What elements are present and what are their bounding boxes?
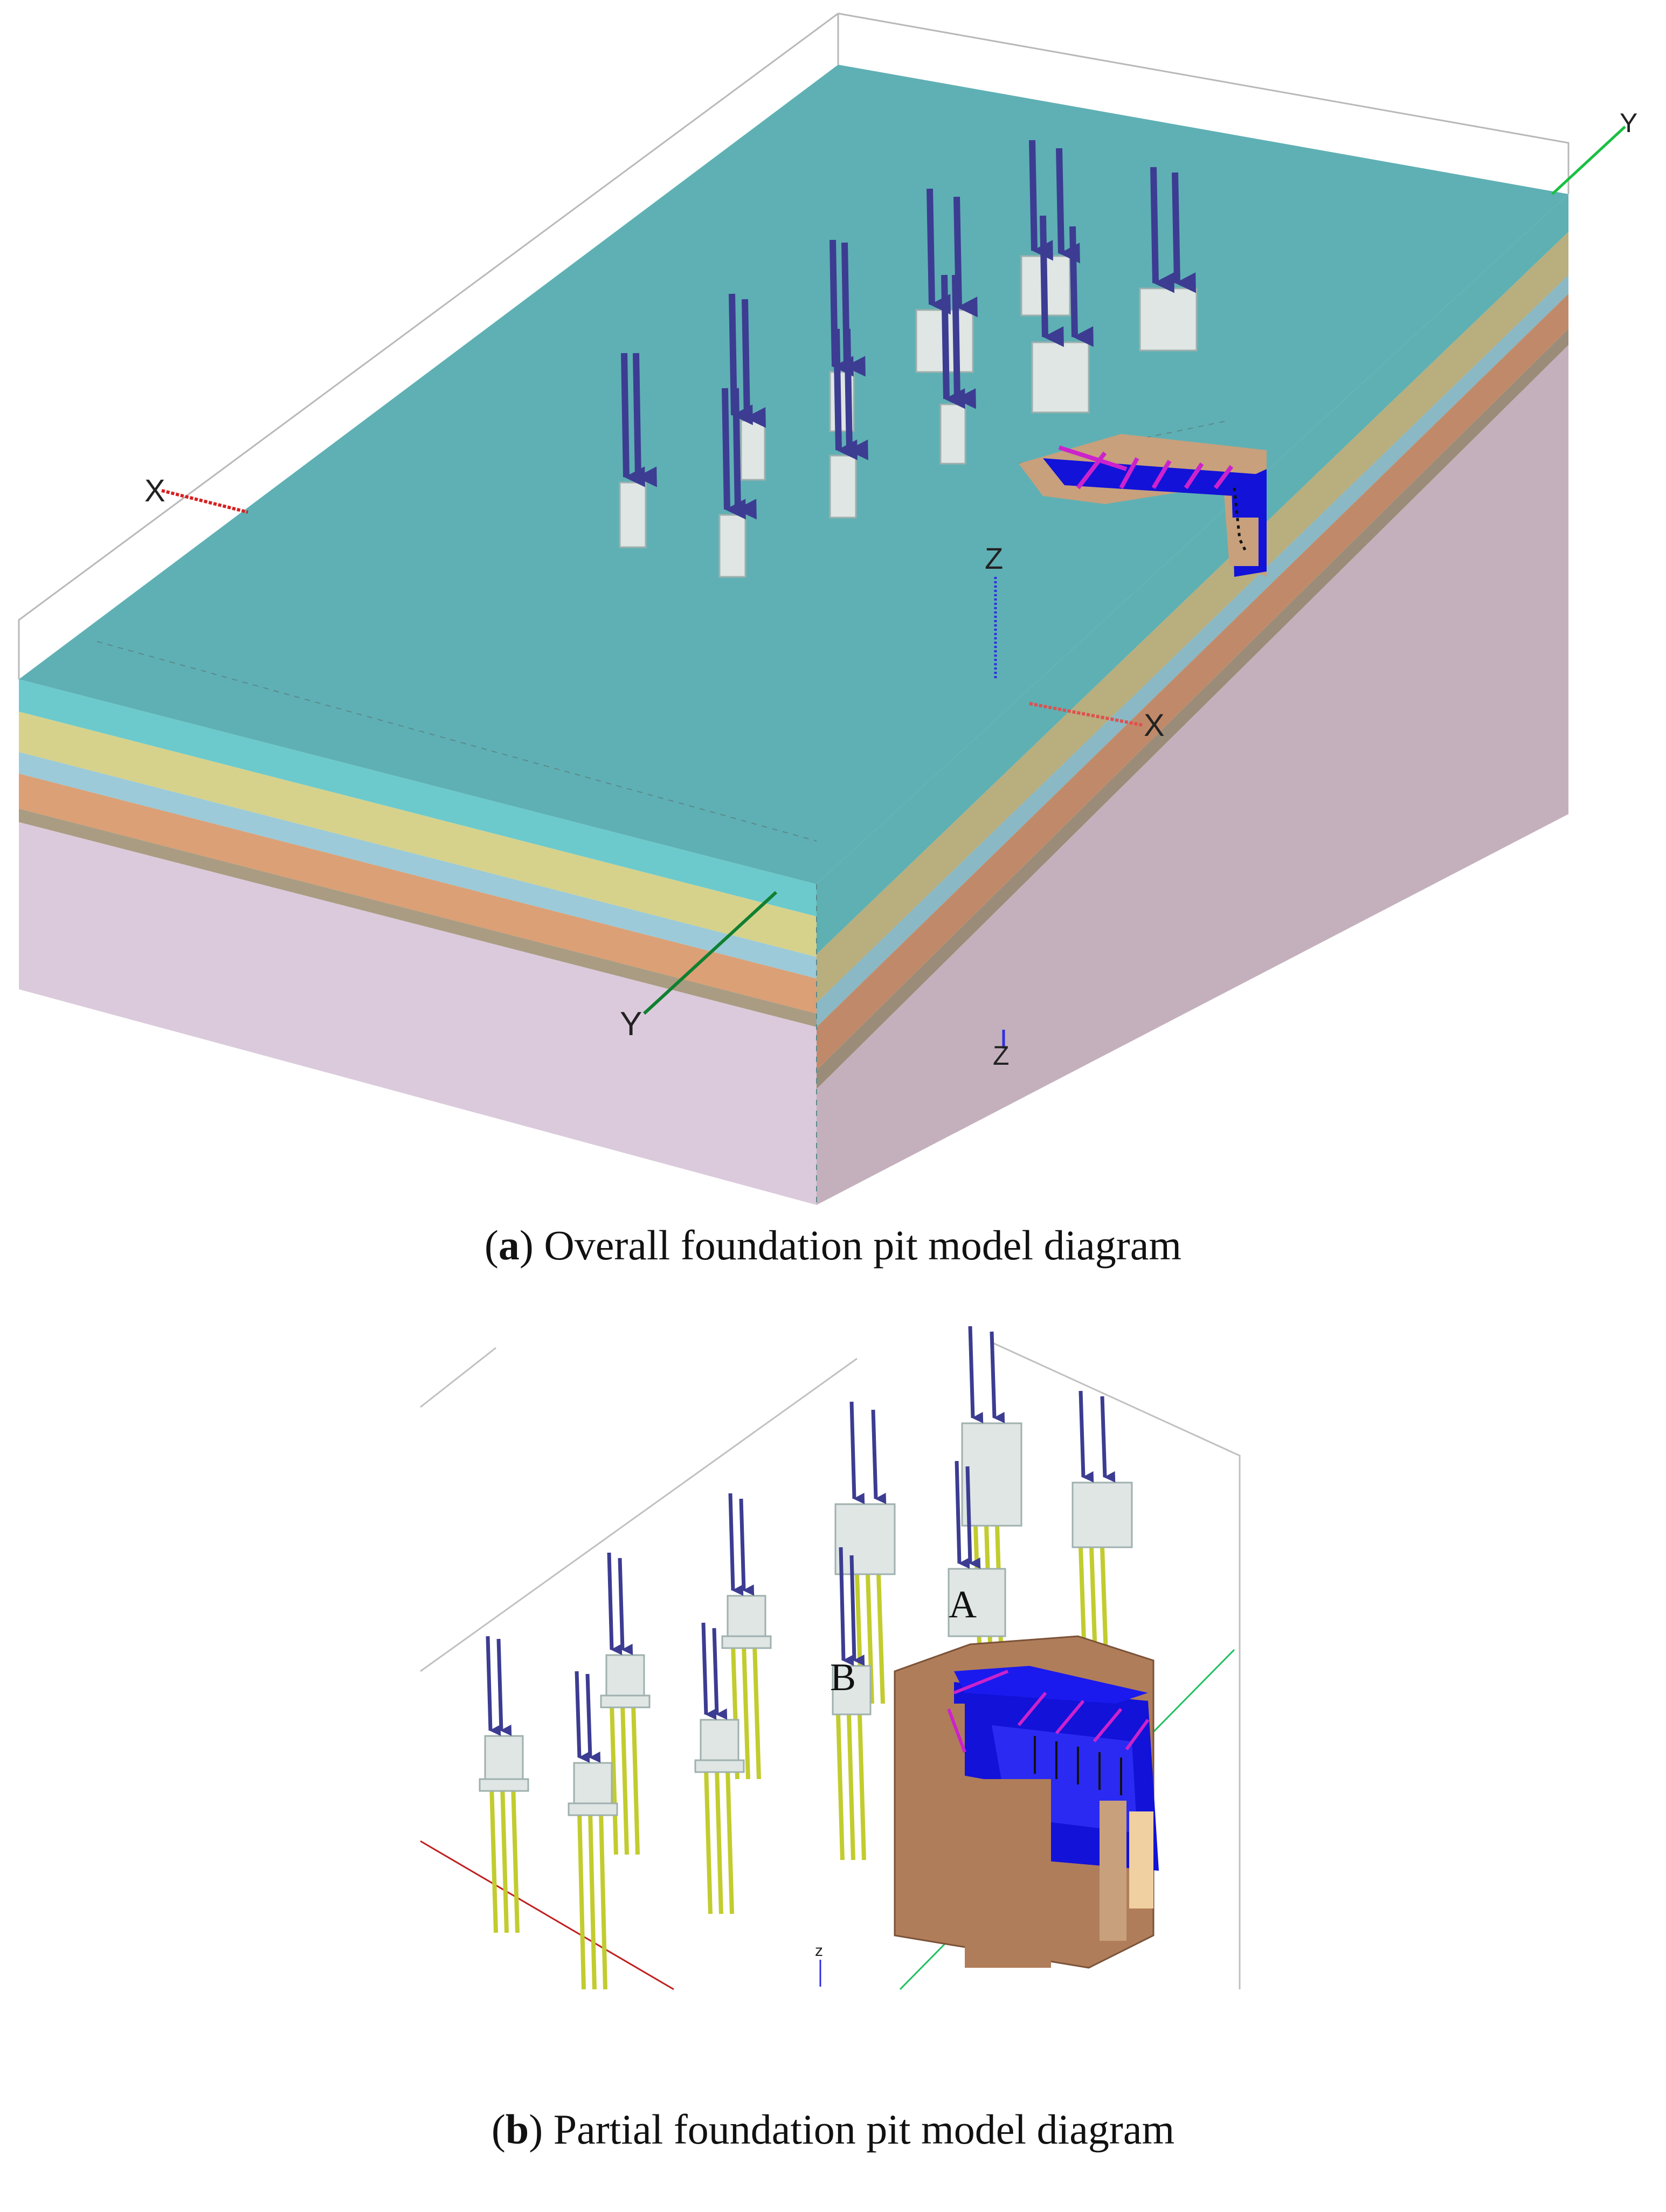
load-arrow — [1040, 215, 1064, 347]
layer-orange — [19, 774, 817, 1014]
layer-blue — [19, 752, 817, 978]
soil-top-surface — [19, 65, 1568, 884]
point-label-a: A — [949, 1583, 977, 1626]
axis-indicators: X X Y Y Z Z — [144, 108, 1637, 1071]
foundation-pit — [1019, 434, 1267, 577]
axis-y-back-label: Y — [1620, 108, 1637, 138]
axis-x-right-label: X — [1144, 708, 1165, 743]
pile-cap — [718, 514, 746, 578]
axis-x-line — [420, 1840, 674, 1990]
layer-cyan — [19, 679, 817, 917]
caption-a-text: ) Overall foundation pit model diagram — [519, 1222, 1182, 1269]
caption-b-letter: b — [505, 2106, 529, 2153]
pile-cap — [619, 481, 647, 548]
partial-model-diagram: A B z — [420, 1326, 1241, 1990]
load-arrows — [621, 140, 1196, 520]
axis-x-left — [161, 489, 248, 514]
partial-pile-caps — [479, 1422, 1133, 1816]
load-arrow — [633, 353, 657, 487]
pile-cap — [1031, 341, 1090, 414]
partial-wireframe — [420, 1341, 1241, 1989]
load-arrow — [621, 353, 645, 487]
load-arrow — [1069, 226, 1094, 347]
load-arrow — [722, 388, 746, 520]
caption-a: (a) Overall foundation pit model diagram — [0, 1221, 1666, 1270]
pile-caps — [619, 255, 1198, 578]
axis-z-mid-label: Z — [985, 541, 1003, 575]
caption-b-text: ) Partial foundation pit model diagram — [529, 2106, 1175, 2153]
pile-cap — [740, 419, 766, 481]
overall-model-diagram: X X Y Y Z Z — [18, 12, 1637, 1205]
load-arrow — [1172, 172, 1196, 293]
panel-b-partial-model: A B z — [0, 1315, 1666, 2049]
strut-lines — [1058, 445, 1234, 490]
axis-x-left-label: X — [144, 473, 165, 508]
load-arrow — [927, 188, 951, 315]
axis-y-front — [642, 891, 778, 1015]
layer-yellow — [19, 712, 817, 957]
partial-load-arrows — [486, 1326, 1116, 1763]
soil-right-face — [817, 194, 1568, 1205]
partial-strut-lines — [947, 1670, 1150, 1753]
load-arrow — [1056, 148, 1080, 264]
load-arrow — [833, 328, 858, 460]
load-arrow — [742, 299, 766, 428]
soil-front-face — [19, 679, 817, 1205]
load-arrow — [844, 328, 868, 460]
pile-cap — [1139, 287, 1198, 352]
layer-brown — [19, 809, 817, 1027]
pile-cap — [829, 454, 857, 519]
point-label-b: B — [830, 1656, 856, 1699]
load-arrow — [1029, 140, 1053, 261]
layer-lilac — [19, 822, 817, 1205]
panel-a-overall-model: X X Y Y Z Z — [18, 12, 1637, 1205]
axis-z-bottom-label: Z — [993, 1040, 1010, 1071]
axis-y-front-label: Y — [620, 1005, 642, 1043]
bounding-wireframe — [18, 12, 1570, 679]
partial-column-lines — [1034, 1736, 1122, 1795]
piles — [489, 1525, 1109, 1990]
load-arrow — [1150, 167, 1174, 293]
axis-y-back — [1551, 126, 1626, 195]
partial-axis-z-label: z — [815, 1942, 823, 1960]
caption-a-letter: a — [498, 1222, 520, 1269]
pile-cap — [939, 403, 966, 465]
caption-b-prefix: ( — [491, 2106, 506, 2153]
partial-foundation-pit — [894, 1635, 1159, 1969]
load-arrow — [952, 274, 976, 409]
load-arrow — [732, 388, 757, 520]
load-arrow — [941, 274, 965, 409]
caption-b: (b) Partial foundation pit model diagram — [0, 2105, 1666, 2154]
caption-a-prefix: ( — [484, 1222, 499, 1269]
